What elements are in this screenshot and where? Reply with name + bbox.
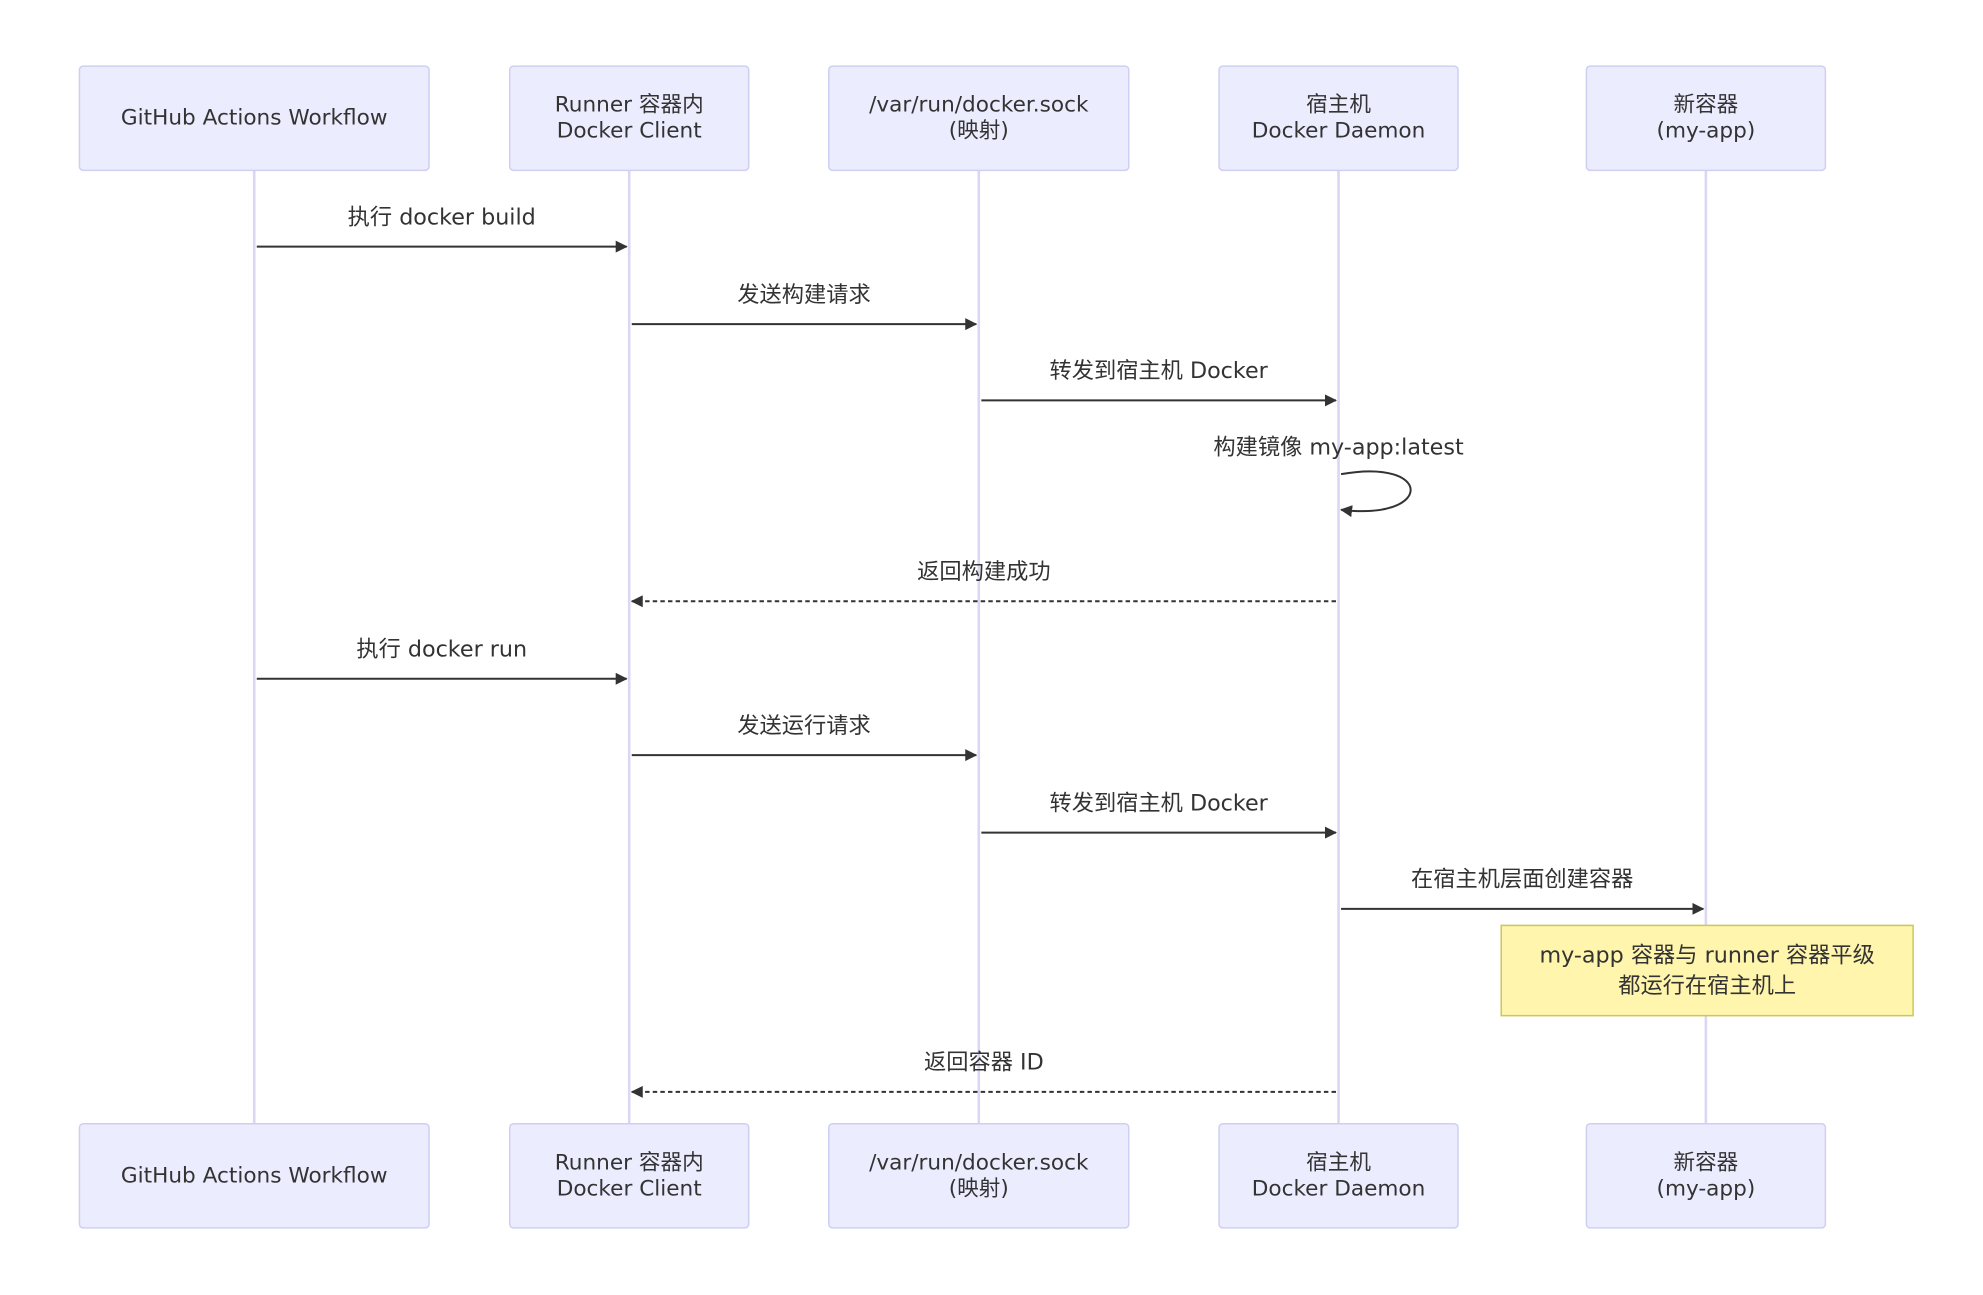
self-message-arrow [1340,470,1412,518]
participant-box-bottom-2: /var/run/docker.sock(映射) [828,1122,1130,1229]
message-label: 在宿主机层面创建容器 [1411,867,1633,893]
participant-rect [508,65,750,172]
message-label: 执行 docker run [356,637,527,663]
participant-label: GitHub Actions Workflow [121,106,388,131]
message-label: 转发到宿主机 Docker [1049,790,1268,816]
message-9: 返回容器 ID [630,1050,1336,1098]
participant-rect [1585,1122,1827,1229]
message-label: 转发到宿主机 Docker [1049,358,1268,384]
message-0: 执行 docker build [256,204,628,253]
participant-label: 宿主机 [1306,1150,1371,1175]
participant-label: /var/run/docker.sock [869,1150,1089,1175]
participant-label: (my-app) [1657,119,1756,144]
message-6: 发送运行请求 [631,713,978,762]
note-text: my-app 容器与 runner 容器平级 [1539,942,1874,968]
participant-label: Docker Daemon [1252,1176,1426,1201]
participant-rect [828,65,1130,172]
participant-label: Docker Client [557,1176,702,1201]
note-text: 都运行在宿主机上 [1618,973,1796,999]
participant-rect [78,1122,430,1229]
participant-box-bottom-0: GitHub Actions Workflow [78,1122,430,1229]
message-label: 构建镜像 my-app:latest [1213,434,1464,460]
participant-rect [828,1122,1130,1229]
participant-rect [1218,1122,1459,1229]
participant-label: 新容器 [1673,1150,1738,1175]
participant-rect [1218,65,1459,172]
participant-label: Runner 容器内 [555,1150,704,1175]
message-2: 转发到宿主机 Docker [981,358,1337,407]
participant-label: (映射) [949,119,1009,144]
participant-label: Runner 容器内 [555,93,704,118]
message-3: 构建镜像 my-app:latest [1213,434,1464,518]
message-label: 返回构建成功 [917,559,1050,585]
message-label: 返回容器 ID [924,1050,1044,1076]
participant-label: 宿主机 [1306,93,1371,118]
participant-label: Docker Daemon [1252,119,1426,144]
participant-box-top-4: 新容器(my-app) [1585,65,1827,172]
participant-label: GitHub Actions Workflow [121,1163,388,1188]
message-label: 执行 docker build [348,204,536,230]
message-8: 在宿主机层面创建容器 [1341,867,1705,915]
message-5: 执行 docker run [256,637,628,685]
note-rect [1500,924,1914,1017]
message-label: 发送构建请求 [737,282,870,308]
message-1: 发送构建请求 [631,282,978,331]
participant-label: 新容器 [1673,93,1738,118]
participant-box-top-2: /var/run/docker.sock(映射) [828,65,1130,172]
message-7: 转发到宿主机 Docker [981,790,1337,839]
participant-label: Docker Client [557,119,702,144]
participant-label: (my-app) [1657,1176,1756,1201]
message-label: 发送运行请求 [737,713,870,739]
message-4: 返回构建成功 [630,559,1336,608]
participant-box-bottom-4: 新容器(my-app) [1585,1122,1827,1229]
participant-box-top-0: GitHub Actions Workflow [78,65,430,172]
participant-label: /var/run/docker.sock [869,93,1089,118]
participant-rect [78,65,430,172]
participant-rect [1585,65,1827,172]
participant-label: (映射) [949,1176,1009,1201]
participant-rect [508,1122,750,1229]
